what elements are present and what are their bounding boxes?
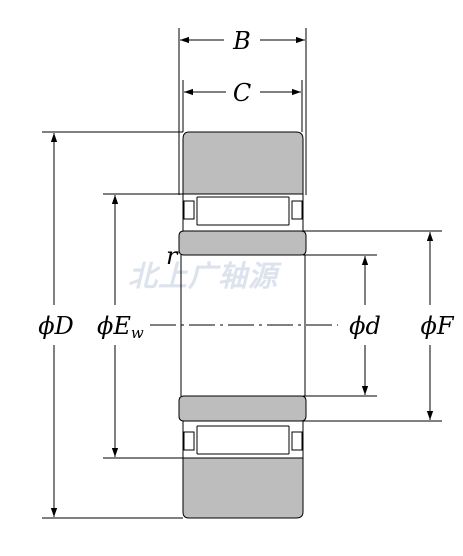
- cage-pocket-bottom-left: [183, 431, 195, 451]
- label-phi-ew-subscript: w: [131, 324, 144, 342]
- outer-ring-top: [182, 131, 304, 195]
- outer-ring-bottom: [182, 457, 304, 519]
- inner-ring-bottom: [178, 395, 307, 422]
- cage-pocket-bottom-right: [291, 431, 303, 451]
- label-phi-ew-main: ϕE: [97, 312, 131, 340]
- label-c: C: [233, 79, 251, 107]
- watermark-text: 北上广轴源: [128, 259, 282, 293]
- cage-bottom: [182, 420, 304, 459]
- label-phi-ew: ϕEw: [97, 312, 144, 342]
- label-phi-d: ϕD: [38, 312, 74, 340]
- cage-pocket-top-left: [183, 200, 195, 220]
- label-r: r: [166, 242, 179, 270]
- label-b: B: [232, 27, 251, 55]
- label-phi-f: ϕF: [420, 312, 454, 340]
- inner-ring-top: [178, 230, 307, 256]
- label-phi-d-bore: ϕd: [349, 312, 381, 340]
- cage-pocket-top-right: [291, 200, 303, 220]
